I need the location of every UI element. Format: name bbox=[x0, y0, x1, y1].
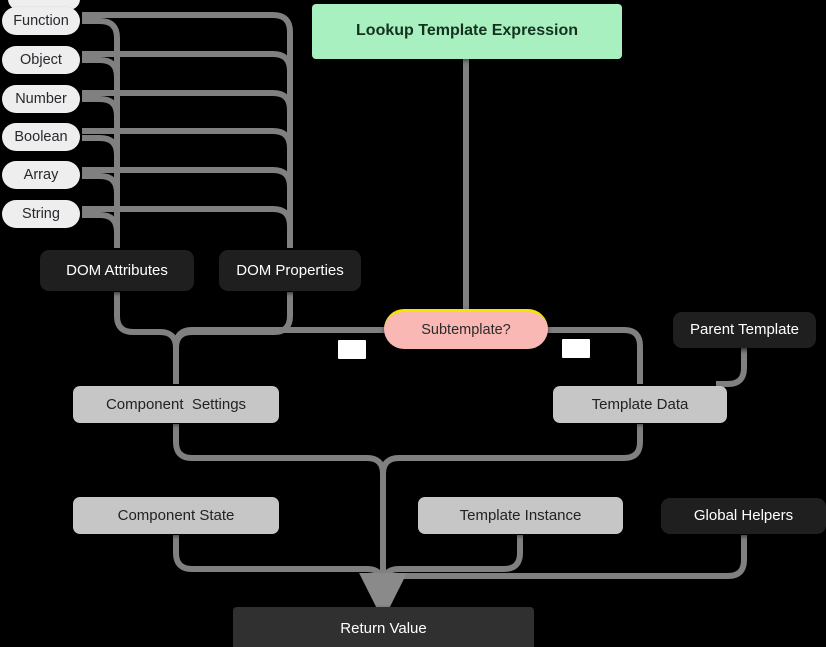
edge-parent-template-data bbox=[716, 348, 747, 387]
type-pill-partial[interactable] bbox=[8, 0, 80, 10]
edge-props-settings bbox=[173, 292, 293, 384]
edge-array-attrs bbox=[82, 173, 120, 248]
node-template-instance[interactable]: Template Instance bbox=[418, 497, 623, 534]
type-pill-array[interactable]: Array bbox=[2, 161, 80, 189]
node-dom-properties[interactable]: DOM Properties bbox=[219, 250, 361, 291]
edge-object-attrs bbox=[82, 57, 120, 248]
edge-attrs-settings bbox=[114, 292, 179, 384]
node-return-value[interactable]: Return Value bbox=[233, 607, 534, 647]
edge-string-attrs bbox=[82, 212, 120, 248]
edge-number-props bbox=[82, 90, 293, 248]
edge-instance-return bbox=[380, 535, 523, 606]
node-global-helpers[interactable]: Global Helpers bbox=[661, 498, 826, 534]
edge-subtemplate-yes bbox=[546, 327, 643, 384]
edge-state-return bbox=[173, 535, 386, 606]
node-component-settings[interactable]: Component Settings bbox=[73, 386, 279, 423]
node-parent-template[interactable]: Parent Template bbox=[673, 312, 816, 348]
edge-label-subtemplate-no bbox=[338, 340, 366, 359]
type-pill-object[interactable]: Object bbox=[2, 46, 80, 74]
edge-boolean-props bbox=[82, 128, 293, 248]
edge-boolean-attrs bbox=[82, 135, 120, 248]
edge-string-props bbox=[82, 206, 293, 248]
type-pill-function[interactable]: Function bbox=[2, 7, 80, 35]
node-component-state[interactable]: Component State bbox=[73, 497, 279, 534]
edge-label-subtemplate-yes bbox=[562, 339, 590, 358]
edge-helpers-return bbox=[380, 535, 747, 606]
edge-function-props bbox=[82, 12, 293, 248]
node-template-data[interactable]: Template Data bbox=[553, 386, 727, 423]
edge-function-attrs bbox=[82, 18, 120, 248]
node-dom-attributes[interactable]: DOM Attributes bbox=[40, 250, 194, 291]
edge-object-props bbox=[82, 51, 293, 248]
type-pill-boolean[interactable]: Boolean bbox=[2, 123, 80, 151]
type-pill-string[interactable]: String bbox=[2, 200, 80, 228]
node-subtemplate-decision[interactable]: Subtemplate? bbox=[384, 309, 548, 349]
type-pill-number[interactable]: Number bbox=[2, 85, 80, 113]
edge-array-props bbox=[82, 167, 293, 248]
node-lookup-template-expression[interactable]: Lookup Template Expression bbox=[312, 4, 622, 59]
edge-number-attrs bbox=[82, 96, 120, 248]
